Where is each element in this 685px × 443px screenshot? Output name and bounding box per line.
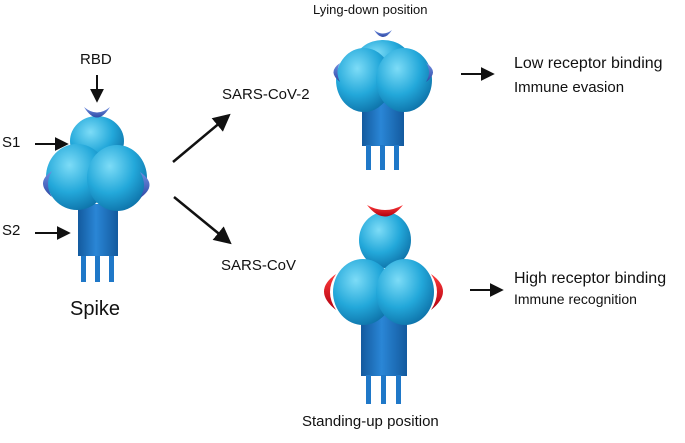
rbd-icon [431,274,443,310]
spike-lying-down [333,30,433,170]
label-low-binding: Low receptor binding [514,55,663,72]
spike-left-leg-1 [81,256,86,282]
label-standing-up: Standing-up position [302,413,439,430]
label-s2: S2 [2,222,21,239]
spike-standing-leg-1 [366,375,371,404]
spike-standing-lobe-left [333,259,393,325]
spike-left-leg-3 [109,256,114,282]
rbd-icon [324,274,336,310]
spike-standing-lobe-right [376,259,434,325]
rbd-icon [367,205,403,217]
label-immune-recognition: Immune recognition [514,291,637,307]
arrow-to-sars-cov [173,196,232,245]
label-sars-cov-2: SARS-CoV-2 [222,86,310,103]
label-immune-evasion: Immune evasion [514,79,625,96]
rbd-icon [43,171,52,197]
rbd-icon [84,107,110,118]
rbd-icon [333,63,340,82]
rbd-icon [426,63,433,82]
spike-left-leg-2 [95,256,100,282]
spike-left-lobe-right [87,145,147,211]
label-rbd: RBD [80,51,112,68]
label-s1: S1 [2,134,21,151]
spike-standing-leg-3 [396,375,401,404]
spike-standing-leg-2 [381,375,386,404]
spike-lying-lobe-right [376,48,432,112]
spike-left-stalk [78,204,118,256]
arrow-to-sars-cov-2 [172,113,231,163]
spike-left [43,107,150,282]
spike-standing-up [324,205,443,404]
rbd-icon [374,30,392,37]
spike-lying-leg-2 [380,145,385,170]
spike-lying-leg-3 [394,145,399,170]
rbd-icon [140,172,150,198]
spike-standing-lobe-top [359,212,411,268]
spike-lying-leg-1 [366,145,371,170]
spike-lying-lobe-left [336,48,392,112]
label-high-binding: High receptor binding [514,270,667,287]
label-sars-cov: SARS-CoV [221,257,297,274]
label-lying-down: Lying-down position [313,2,428,17]
label-spike: Spike [70,298,121,320]
